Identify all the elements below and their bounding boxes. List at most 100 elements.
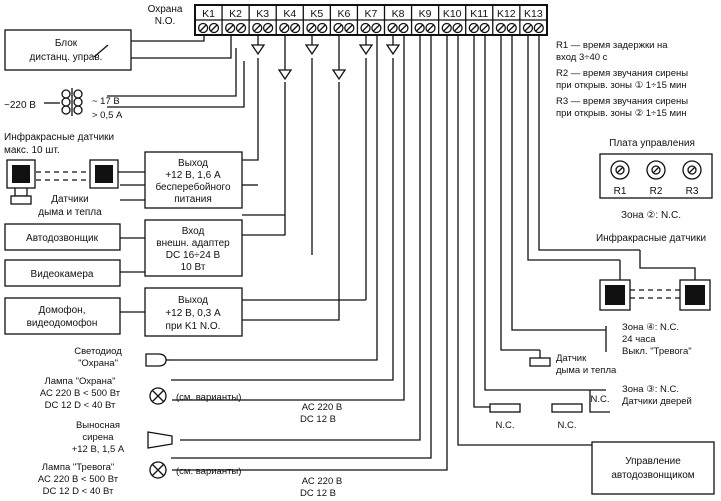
zone4-3: Выкл. "Тревога" bbox=[622, 346, 692, 357]
siren-2: сирена bbox=[82, 432, 114, 443]
k1-output-box: Выход +12 В, 0,3 А при K1 N.O. bbox=[144, 287, 243, 337]
lamp-guard-output: Лампа "Охрана" АС 220 В < 500 Вт DC 12 D… bbox=[40, 376, 342, 425]
lamp-guard-3: DC 12 D < 40 Вт bbox=[45, 400, 116, 411]
zone4-1: Зона ④: N.C. bbox=[622, 322, 679, 333]
ir-label-2: макс. 10 шт. bbox=[4, 145, 60, 156]
smoke-1: Датчик bbox=[556, 353, 587, 364]
k1out-2: +12 В, 0,3 А bbox=[165, 308, 221, 319]
variants-2: (см. варианты) bbox=[176, 466, 241, 477]
lamp-guard-2: АС 220 В < 500 Вт bbox=[40, 388, 121, 399]
ground-markers bbox=[250, 44, 401, 81]
camera-box: Видеокамера bbox=[4, 259, 121, 287]
intercom-label-2: видеодомофон bbox=[27, 317, 98, 329]
variants-1: (см. варианты) bbox=[176, 392, 241, 403]
nc-2: N.C. bbox=[496, 420, 515, 431]
autodialer-ctrl-2: автодозвонщиком bbox=[611, 470, 694, 481]
zone4: Зона ④: N.C. 24 часа Выкл. "Тревога" Дат… bbox=[529, 322, 692, 376]
wiring-bus bbox=[36, 35, 640, 471]
smoke-sensors-2: дыма и тепла bbox=[38, 207, 102, 218]
terminal-label-k9: K9 bbox=[419, 8, 432, 20]
adapter-3: DC 16÷24 В bbox=[166, 250, 221, 261]
terminal-label-k1: K1 bbox=[202, 8, 215, 20]
zone3-2: Датчики дверей bbox=[622, 396, 692, 407]
led-label-2: "Охрана" bbox=[78, 358, 118, 369]
lamp-guard-1: Лампа "Охрана" bbox=[45, 376, 116, 387]
note-4: при открыв. зоны ① 1÷15 мин bbox=[556, 80, 687, 91]
secondary-current: > 0,5 А bbox=[92, 110, 123, 121]
ups-output-box: Выход +12 В, 1,6 А бесперебойного питани… bbox=[144, 151, 243, 209]
siren-1: Выносная bbox=[76, 420, 120, 431]
siren-3: +12 В, 1,5 А bbox=[72, 444, 125, 455]
smoke-sensors-1: Датчики bbox=[51, 194, 88, 205]
external-adapter-box: Вход внешн. адаптер DC 16÷24 В 10 Вт bbox=[144, 219, 243, 277]
ups-1: Выход bbox=[178, 158, 208, 169]
led-output: Светодиод "Охрана" bbox=[74, 346, 171, 369]
terminal-label-k5: K5 bbox=[310, 8, 323, 20]
mains-label: ~220 В bbox=[4, 100, 36, 111]
potentiometer-label-r3: R3 bbox=[686, 186, 699, 197]
resistor-notes: R1 — время задержки на вход 3÷40 с R2 — … bbox=[556, 40, 688, 119]
terminal-label-k10: K10 bbox=[443, 8, 462, 20]
potentiometer-label-r1: R1 bbox=[614, 186, 627, 197]
terminal-label-k13: K13 bbox=[524, 8, 543, 20]
intercom-box: Домофон, видеодомофон bbox=[4, 297, 121, 335]
terminal-label-k3: K3 bbox=[256, 8, 269, 20]
autodialer-label: Автодозвонщик bbox=[26, 233, 99, 244]
adapter-2: внешн. адаптер bbox=[156, 238, 230, 249]
terminal-label-k7: K7 bbox=[365, 8, 378, 20]
lamp-alarm-output: Лампа "Тревога" АС 220 В < 500 Вт DC 12 … bbox=[38, 461, 342, 499]
led-label-1: Светодиод bbox=[74, 346, 122, 357]
ir-label-1: Инфракрасные датчики bbox=[4, 131, 114, 143]
siren-output: Выносная сирена +12 В, 1,5 А bbox=[72, 420, 173, 455]
supply-1-dc: DC 12 В bbox=[300, 414, 336, 425]
adapter-1: Вход bbox=[182, 226, 205, 237]
zone4-2: 24 часа bbox=[622, 334, 656, 345]
terminal-label-k8: K8 bbox=[392, 8, 405, 20]
zone2-1: Зона ②: N.C. bbox=[621, 210, 681, 221]
supply-2-dc: DC 12 В bbox=[300, 488, 336, 499]
guard-no-label: N.O. bbox=[155, 16, 176, 27]
terminal-label-k4: K4 bbox=[283, 8, 296, 20]
remote-label-1: Блок bbox=[55, 38, 78, 49]
ir-sensors: Инфракрасные датчики макс. 10 шт. Датчик… bbox=[4, 131, 119, 218]
secondary-voltage: ~ 17 В bbox=[92, 96, 120, 107]
note-6: при открыв. зоны ② 1÷15 мин bbox=[556, 108, 687, 119]
potentiometer-label-r2: R2 bbox=[650, 186, 663, 197]
terminal-label-k6: K6 bbox=[337, 8, 350, 20]
zone2-2: Инфракрасные датчики bbox=[596, 232, 706, 244]
k1out-3: при K1 N.O. bbox=[166, 321, 221, 332]
autodialer-box: Автодозвонщик bbox=[4, 223, 121, 251]
autodialer-ctrl-1: Управление bbox=[625, 456, 681, 467]
ups-2: +12 В, 1,6 А bbox=[165, 170, 221, 181]
note-5: R3 — время звучания сирены bbox=[556, 96, 688, 107]
terminal-label-k11: K11 bbox=[470, 8, 488, 20]
zone2-ir: Зона ②: N.C. Инфракрасные датчики bbox=[596, 210, 711, 311]
remote-label-2: дистанц. управ. bbox=[30, 52, 103, 63]
ups-4: питания bbox=[174, 194, 212, 205]
ups-3: бесперебойного bbox=[155, 181, 231, 193]
note-1: R1 — время задержки на bbox=[556, 40, 668, 51]
terminal-block: K1 K2 K3 K4 K5 K6 K7 K8 K9 K10 K11 K12 K13 bbox=[194, 4, 548, 36]
supply-1-ac: АС 220 В bbox=[302, 402, 342, 413]
autodialer-control-box: Управление автодозвонщиком bbox=[591, 441, 715, 495]
nc-1: N.C. bbox=[591, 394, 610, 405]
terminal-label-k2: K2 bbox=[229, 8, 242, 20]
supply-2-ac: АС 220 В bbox=[302, 476, 342, 487]
camera-label: Видеокамера bbox=[31, 269, 94, 280]
note-2: вход 3÷40 с bbox=[556, 52, 608, 63]
lamp-alarm-3: DC 12 D < 40 Вт bbox=[43, 486, 114, 497]
guard-label: Охрана bbox=[148, 4, 183, 15]
smoke-2: дыма и тепла bbox=[556, 365, 617, 376]
note-3: R2 — время звучания сирены bbox=[556, 68, 688, 79]
intercom-label-1: Домофон, bbox=[39, 304, 86, 316]
adapter-4: 10 Вт bbox=[181, 262, 206, 273]
transformer: ~220 В ~ 17 В > 0,5 А bbox=[4, 88, 123, 121]
terminal-label-k12: K12 bbox=[497, 8, 516, 20]
lamp-alarm-1: Лампа "Тревога" bbox=[42, 462, 114, 473]
zone3: Зона ③: N.C. Датчики дверей N.C. N.C. N.… bbox=[489, 384, 692, 431]
lamp-alarm-2: АС 220 В < 500 Вт bbox=[38, 474, 119, 485]
zone3-1: Зона ③: N.C. bbox=[622, 384, 679, 395]
